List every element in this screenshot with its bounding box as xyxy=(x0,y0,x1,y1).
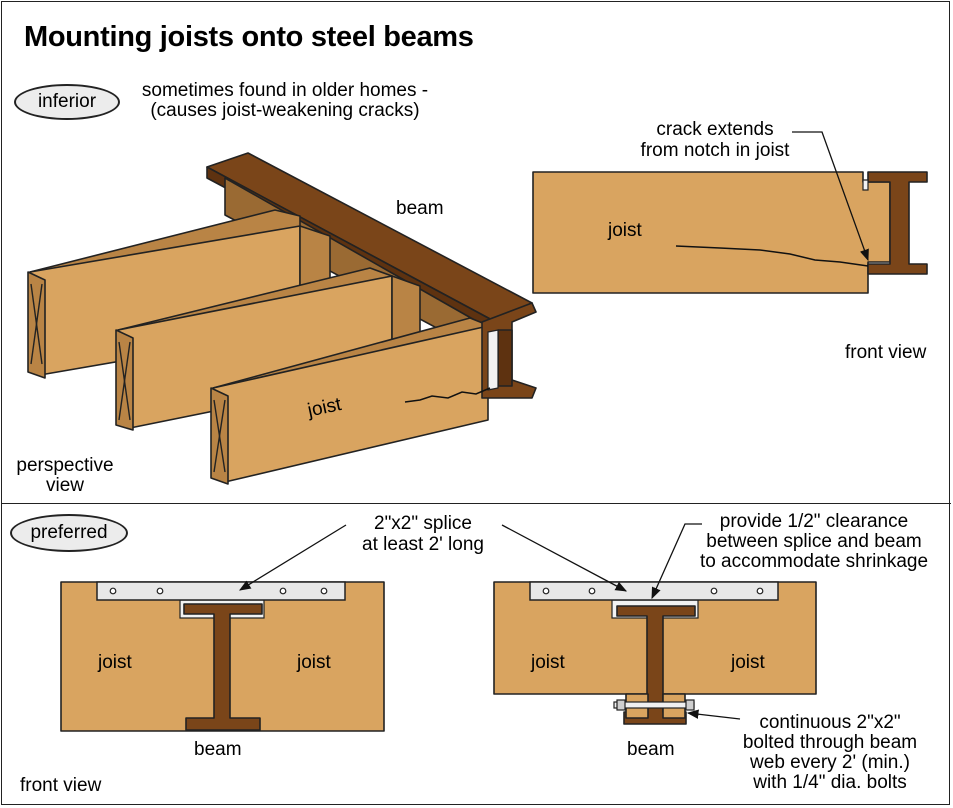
right-beam-label: beam xyxy=(627,739,675,760)
preferred-tag: preferred xyxy=(10,514,128,552)
right-joist-b-label: joist xyxy=(731,652,765,673)
spliced-joists-front-view xyxy=(60,524,385,732)
splice-note-line2: at least 2' long xyxy=(362,534,484,555)
perspective-view-line2: view xyxy=(45,475,84,496)
clearance-note-line1: provide 1/2" clearance xyxy=(719,511,909,532)
bottom-front-view-label: front view xyxy=(20,775,102,796)
notched-joist-front-view xyxy=(532,131,928,294)
top-front-view-label: front view xyxy=(845,342,927,363)
bolt-note-line2: bolted through beam xyxy=(742,732,918,753)
crack-note-line2: from notch in joist xyxy=(640,140,790,161)
crack-note-line1: crack extends xyxy=(656,119,774,140)
right-joist-a-label: joist xyxy=(531,652,565,673)
clearance-note-line2: between splice and beam xyxy=(706,531,922,552)
bolt-note-line1: continuous 2"x2" xyxy=(759,712,901,733)
diagram-title: Mounting joists onto steel beams xyxy=(24,21,474,53)
section-divider xyxy=(1,503,951,504)
inferior-note-line1: sometimes found in older homes - xyxy=(141,80,429,101)
bolt-note-line4: with 1/4" dia. bolts xyxy=(753,772,907,793)
perspective-view-line1: perspective xyxy=(16,455,114,476)
inferior-note-line2: (causes joist-weakening cracks) xyxy=(150,100,420,121)
left-beam-label: beam xyxy=(194,739,242,760)
side-joist-label: joist xyxy=(608,220,642,241)
beam-label: beam xyxy=(396,198,444,219)
clearance-note-line3: to accommodate shrinkage xyxy=(699,551,929,572)
left-joist-a-label: joist xyxy=(98,652,132,673)
bolt-note-line3: web every 2' (min.) xyxy=(750,752,910,773)
splice-note-line1: 2"x2" splice xyxy=(374,513,472,534)
perspective-drawing xyxy=(27,152,537,485)
left-joist-b-label: joist xyxy=(297,652,331,673)
spliced-bolted-joists-front-view xyxy=(493,523,817,725)
inferior-tag: inferior xyxy=(14,84,120,120)
